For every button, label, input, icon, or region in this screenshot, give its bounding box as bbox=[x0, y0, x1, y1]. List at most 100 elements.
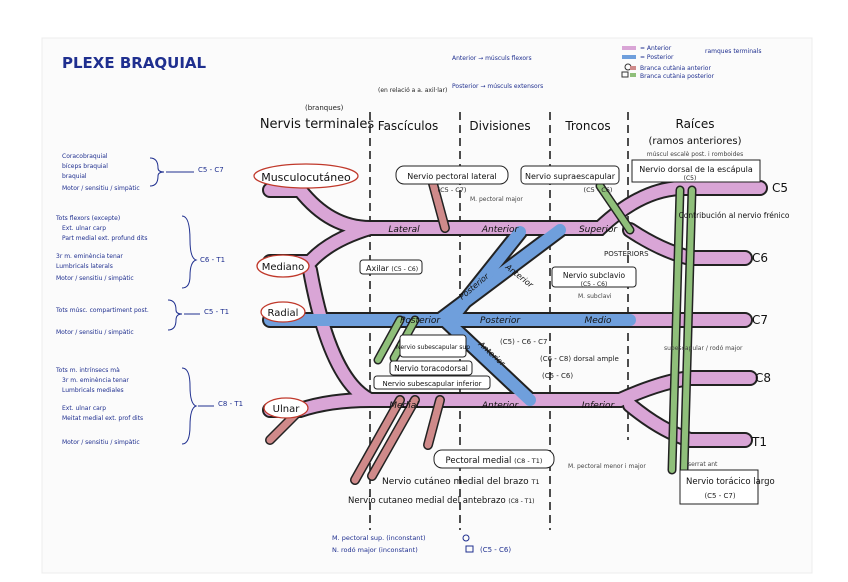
nerve-frenico-text: Contribución al nervio frénico bbox=[679, 211, 790, 220]
root-c7: C7 bbox=[752, 313, 768, 327]
note-ulnar-3: Ext. ulnar carp bbox=[62, 405, 106, 412]
root-c8: C8 bbox=[755, 371, 771, 385]
legend-anterior: = Anterior bbox=[640, 45, 672, 52]
note-musculo-3: Motor / sensitiu / simpàtic bbox=[62, 185, 140, 192]
header-raices: Raíces bbox=[676, 117, 715, 131]
header-divisiones: Divisiones bbox=[469, 119, 530, 133]
nerve-subescapular-sup: Nervio subescapular sup bbox=[396, 344, 470, 351]
nerve-pectoral-lateral-target: M. pectoral major bbox=[470, 196, 523, 203]
nerve-cutaneo-antebrazo: Nervio cutaneo medial del antebrazo (C8 … bbox=[348, 496, 535, 506]
nerve-cutaneo-antebrazo-roots: (C8 - T1) bbox=[508, 498, 534, 505]
nerve-axilar-roots: (C5 - C6) bbox=[391, 266, 418, 273]
nerve-c6c8: (C6 - C8) dorsal ample bbox=[540, 355, 619, 363]
nerve-toracodorsal: Nervio toracodorsal bbox=[394, 364, 468, 373]
division-anterior-2: Anterior bbox=[481, 401, 520, 411]
note-radial-0: Tots músc. compartiment post. bbox=[55, 307, 149, 314]
nerve-frenico: Contribución al nervio frénico bbox=[679, 211, 790, 220]
note-musculo-0: Coracobraquial bbox=[62, 153, 108, 160]
legend-posterior-branch: Branca cutània posterior bbox=[640, 73, 715, 80]
cord-lateral: Lateral bbox=[388, 225, 420, 235]
note-mediano-2: Part medial ext. profund dits bbox=[62, 235, 148, 242]
bottom-note-2: N. rodó major (inconstant) bbox=[332, 546, 418, 554]
terminal-ulnar: Ulnar bbox=[273, 404, 301, 415]
legend-posterior: = Posterior bbox=[640, 54, 674, 61]
side-note-braces bbox=[149, 157, 214, 445]
trunk-superior: Superior bbox=[579, 225, 618, 235]
nerve-toracico-largo-name: Nervio torácico largo bbox=[686, 477, 775, 487]
note-posterior: Posterior → músculs extensors bbox=[452, 83, 543, 90]
nerve-axilar-name: Axilar bbox=[366, 264, 390, 273]
note-ulnar-roots: C8 - T1 bbox=[218, 400, 243, 408]
header-fasciculos: Fascículos bbox=[378, 119, 438, 133]
note-mediano-3: 3r m. eminència tenar bbox=[56, 253, 123, 260]
note-anterior: Anterior → músculs flexors bbox=[452, 55, 532, 62]
header-fasc-small: (en relació a a. axil·lar) bbox=[378, 87, 447, 94]
note-ulnar-2: Lumbricals mediales bbox=[62, 387, 124, 394]
bottom-note-2-roots: (C5 - C6) bbox=[480, 546, 511, 554]
nerve-serrat: serrat ant bbox=[688, 461, 718, 468]
header-terminal-line: Nervis terminales bbox=[260, 117, 375, 132]
header-raices-sub: (ramos anteriores) bbox=[648, 136, 741, 147]
legend-anterior-branch: Branca cutània anterior bbox=[640, 65, 711, 72]
note-radial-roots: C5 - T1 bbox=[204, 308, 229, 316]
page-title: PLEXE BRAQUIAL bbox=[62, 54, 207, 72]
nerve-cutaneo-brazo-name: Nervio cutáneo medial del brazo bbox=[382, 477, 529, 487]
pink-branches bbox=[265, 175, 450, 485]
nerve-supraescapular: Nervio supraescapular bbox=[525, 172, 616, 181]
note-radial-1: Motor / sensitiu / simpàtic bbox=[56, 329, 134, 336]
note-mediano-4: Lumbricals laterals bbox=[56, 263, 113, 270]
note-ulnar-5: Motor / sensitiu / simpàtic bbox=[62, 439, 140, 446]
bottom-note-2-text: N. rodó major (inconstant) bbox=[332, 546, 418, 554]
note-mediano-0: Tots flexors (excepte) bbox=[55, 215, 120, 222]
plexus-bands bbox=[262, 180, 768, 448]
nerve-subclavio-target: M. subclavi bbox=[578, 293, 612, 300]
note-ulnar-4: Meitat medial ext. prof dits bbox=[62, 415, 143, 422]
nerve-pectoral-medial-roots: (C8 - T1) bbox=[514, 457, 542, 465]
nerve-pectoral-lateral-roots: (C5 - C7) bbox=[438, 186, 467, 194]
root-c5: C5 bbox=[772, 181, 788, 195]
nerve-c5c6c7: (C5) - C6 - C7 bbox=[500, 338, 547, 346]
note-musculo-roots: C5 - C7 bbox=[198, 166, 224, 174]
note-ulnar-1: 3r m. eminència tenar bbox=[62, 377, 129, 384]
terminal-radial: Radial bbox=[268, 308, 299, 319]
root-t1: T1 bbox=[751, 435, 767, 449]
bottom-note-1: M. pectoral sup. (inconstant) bbox=[332, 534, 426, 542]
header-troncos: Troncos bbox=[564, 119, 610, 133]
nerve-supraescapular-roots: (C5 - C6) bbox=[584, 186, 613, 194]
terminal-musculocutaneo: Musculocutáneo bbox=[261, 171, 351, 184]
nerve-dorsal-escapula: Nervio dorsal de la escápula bbox=[639, 165, 753, 174]
nerve-pectoral-medial-target: M. pectoral menor i major bbox=[568, 463, 646, 470]
nerve-cutaneo-antebrazo-name: Nervio cutaneo medial del antebrazo bbox=[348, 496, 506, 506]
terminal-mediano: Mediano bbox=[262, 262, 305, 273]
note-ulnar-0: Tots m. intrínsecs mà bbox=[55, 367, 120, 374]
nerve-pectoral-lateral: Nervio pectoral lateral bbox=[407, 172, 497, 181]
green-branches bbox=[373, 181, 697, 475]
nerve-pectoral-medial: Pectoral medial (C8 - T1) bbox=[446, 456, 543, 466]
header-raices-note: múscul escalè post. i romboides bbox=[647, 151, 743, 158]
posteriores-label: POSTERIORS bbox=[604, 250, 649, 258]
bottom-note-1-text: M. pectoral sup. (inconstant) bbox=[332, 534, 426, 542]
root-c6: C6 bbox=[752, 251, 768, 265]
nerve-subescapular-note: subescapular / rodó major bbox=[664, 345, 743, 352]
nerve-subescapular-inf: Nervio subescapular inferior bbox=[383, 380, 482, 388]
nerve-cutaneo-brazo: Nervio cutáneo medial del brazo T1 bbox=[382, 477, 540, 487]
note-mediano-roots: C6 - T1 bbox=[200, 256, 225, 264]
note-mediano-1: Ext. ulnar carp bbox=[62, 225, 106, 232]
nerve-cutaneo-brazo-root: T1 bbox=[531, 478, 540, 486]
cord-posterior: Posterior bbox=[400, 316, 441, 326]
header-terminal: Nervis terminales bbox=[260, 117, 375, 132]
nerve-c5c6: (C5 - C6) bbox=[542, 372, 573, 380]
trunk-inferior: Inferior bbox=[582, 401, 616, 411]
division-posterior-1: Posterior bbox=[480, 316, 521, 326]
nerve-subclavio: Nervio subclavio bbox=[563, 271, 626, 280]
note-musculo-1: bíceps braquial bbox=[62, 163, 108, 170]
legend-terminal: ramques terminals bbox=[705, 48, 762, 55]
nerve-subclavio-roots: (C5 - C6) bbox=[581, 281, 608, 288]
note-musculo-2: braquial bbox=[62, 173, 87, 180]
cord-medial: Medial bbox=[389, 401, 419, 411]
side-notes: Coracobraquial bíceps braquial braquial … bbox=[55, 153, 243, 446]
division-anterior-1: Anterior bbox=[481, 225, 520, 235]
legend: = Anterior = Posterior ramques terminals… bbox=[621, 45, 762, 80]
nerve-pectoral-medial-name: Pectoral medial bbox=[446, 456, 512, 466]
